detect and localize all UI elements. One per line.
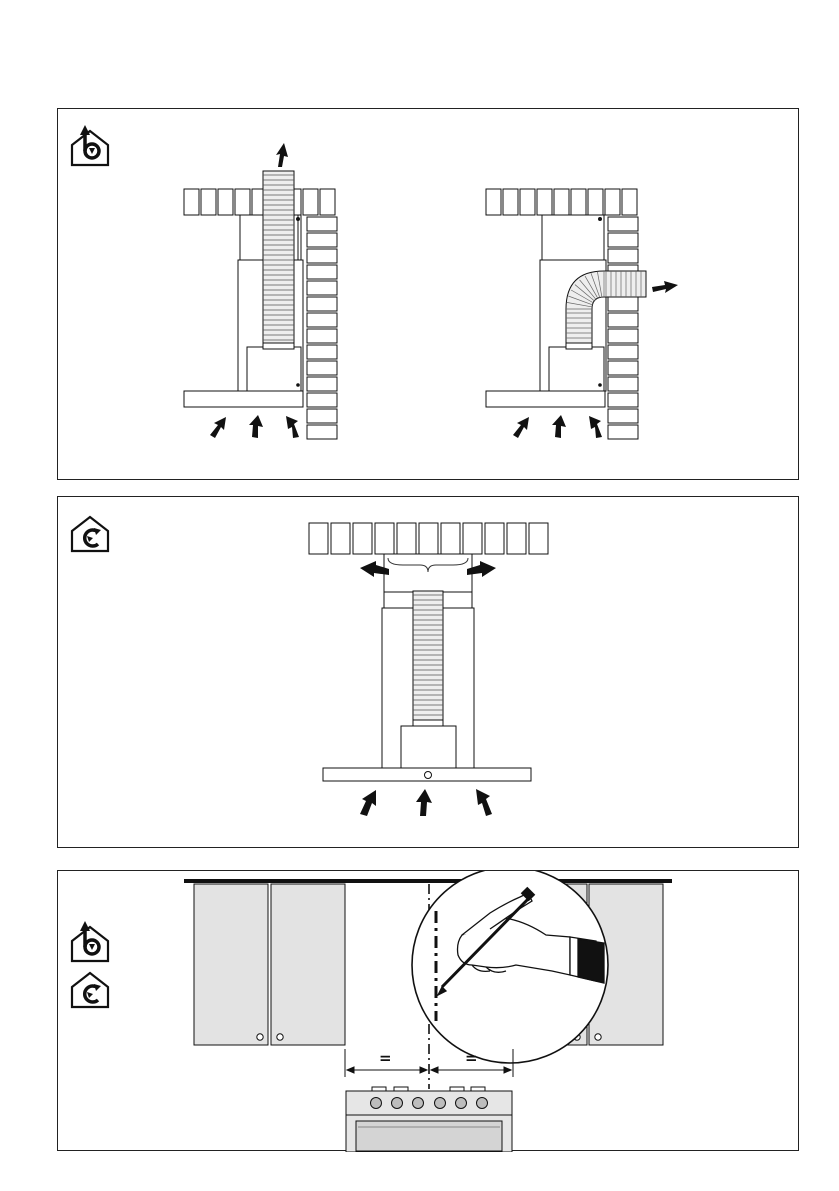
cooker-knob xyxy=(392,1098,403,1109)
recirculation-mode-icon xyxy=(72,517,108,551)
cooker-knob xyxy=(435,1098,446,1109)
recirculation-panel xyxy=(57,496,799,848)
centering-diagram xyxy=(58,871,800,1152)
ducted-mode-icon xyxy=(72,125,108,165)
dimension-label-left: = xyxy=(379,1049,392,1067)
exhaust-arrow-right xyxy=(652,281,678,293)
cooker-knob xyxy=(477,1098,488,1109)
ducted-panel xyxy=(57,108,799,480)
recirculation-duct xyxy=(413,591,443,726)
recirculation-diagram xyxy=(58,497,800,849)
ducted-diagram xyxy=(58,109,800,481)
exhaust-arrow-up xyxy=(276,143,288,167)
wall-cabinets-left xyxy=(194,884,345,1045)
intake-arrows-island xyxy=(360,789,492,816)
cooker-knob xyxy=(413,1098,424,1109)
intake-arrows-left xyxy=(210,415,299,438)
vertical-duct xyxy=(263,171,294,349)
ducted-mode-icon xyxy=(72,921,108,961)
cooker-knob xyxy=(456,1098,467,1109)
cooker xyxy=(346,1087,512,1152)
recirculation-mode-icon xyxy=(72,973,108,1007)
intake-arrows-right xyxy=(513,415,602,438)
centering-panel: = = xyxy=(57,870,799,1151)
cooker-knob xyxy=(371,1098,382,1109)
ceiling-bricks xyxy=(309,523,548,554)
dimension-label-right: = xyxy=(465,1049,478,1067)
